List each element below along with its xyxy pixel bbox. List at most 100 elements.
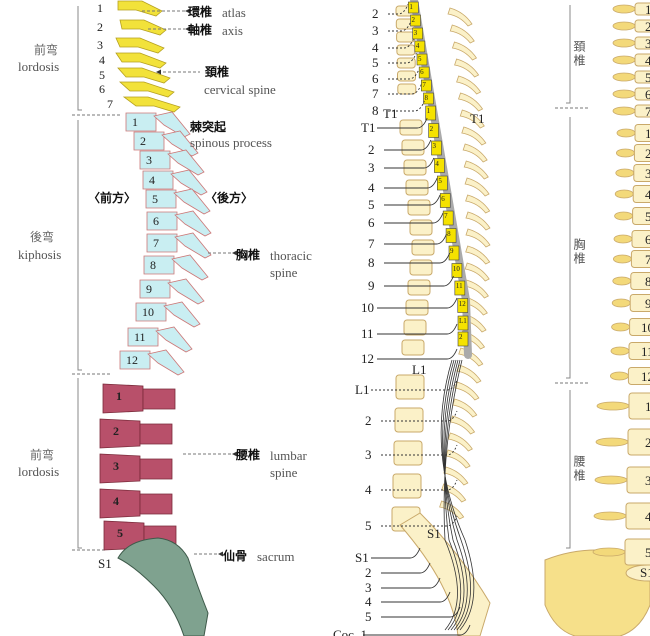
spinal-nerve-line: [371, 547, 421, 559]
transverse-process: [615, 168, 635, 178]
cervical-vertebra-front: [634, 36, 650, 50]
vertebral-body: [399, 119, 423, 136]
thoracic-spinous-process: [174, 210, 212, 237]
thoracic-vertebra-number: 9: [146, 282, 152, 296]
vertebral-body: [393, 440, 423, 466]
vertebral-body: [409, 219, 433, 236]
sacrum-pointer-head: [218, 551, 223, 557]
spinal-nerve-label: 2: [365, 565, 372, 580]
transverse-process: [612, 38, 636, 48]
spinous-process: [443, 466, 469, 486]
right-thoracic-number: 5: [645, 209, 650, 224]
spinous-process: [465, 228, 491, 248]
thoracic-vertebra-number: 11: [134, 330, 146, 344]
spinal-nerve-line: [371, 379, 458, 391]
spinal-nerve-label: 6: [368, 215, 375, 230]
spinous-process: [458, 92, 484, 112]
cord-segment: [416, 53, 428, 66]
spinal-nerve-line: [388, 68, 420, 80]
thoracic-vertebra-body: [145, 189, 177, 209]
atlas-jp: 環椎: [188, 5, 213, 19]
lumbar-spine-jp: 腰椎: [236, 448, 261, 462]
right-thoracic-number: 8: [645, 274, 650, 289]
cord-segment-number: 3: [432, 142, 437, 150]
cord-segment: [454, 280, 466, 296]
right-thoracic-number: 9: [645, 296, 650, 311]
spinal-nerve-label: 2: [365, 413, 372, 428]
transverse-process: [592, 547, 626, 557]
spinal-nerve-line: [381, 577, 441, 589]
spinal-nerve-label: 5: [365, 609, 372, 624]
right-cervical-number: 1: [645, 2, 650, 17]
spinal-nerve-line: [384, 157, 435, 169]
cervical-vertebra-front: [634, 87, 650, 101]
thoracic-vertebra-front: [629, 294, 650, 312]
right-lumbar-number: 4: [645, 509, 650, 524]
sacrum-bone-middle: [399, 512, 491, 636]
spinous-process: [447, 432, 473, 452]
thoracic-vertebra-front: [630, 250, 650, 268]
thoracic-spine-en1: thoracic: [270, 248, 312, 263]
spinal-nerve-line: [384, 177, 438, 189]
spinal-nerve-line: [384, 212, 444, 224]
thoracic-vertebra-body: [119, 350, 151, 370]
thoracic-vertebra-front: [634, 124, 650, 142]
thoracic-vertebra-body: [135, 302, 167, 322]
lumbar-vertebra-body: [99, 453, 141, 484]
sacrum-en: sacrum: [257, 549, 295, 564]
vertebral-body: [407, 279, 431, 296]
cervical-vertebra: [115, 37, 165, 54]
cervical-vertebra: [115, 52, 167, 69]
spinous-process: [459, 109, 485, 129]
spinous-process: [462, 143, 488, 163]
spinal-nerve-label: 11: [361, 326, 374, 341]
cauda-equina-fiber: [444, 359, 462, 631]
cervical-vertebra: [117, 0, 163, 17]
spinal-nerve-line: [377, 297, 458, 309]
spinal-nerve-line: [384, 194, 441, 206]
right-cervical-number: 4: [645, 53, 650, 68]
thoracic-spinous-process: [170, 169, 208, 196]
cervical-vertebra-number: 7: [107, 97, 113, 111]
cord-segment-number: 12: [458, 299, 466, 308]
right-region-bracket: [566, 117, 571, 379]
transverse-process: [613, 254, 632, 264]
spinal-nerve-line: [381, 591, 451, 603]
spinal-nerve-label: 10: [361, 300, 374, 315]
spinal-nerve-line: [388, 37, 415, 49]
vertebral-body: [407, 199, 431, 216]
thoracic-vertebra-body: [139, 150, 171, 170]
region-thoracic-en: kiphosis: [18, 247, 62, 262]
spinal-nerve-line: [363, 624, 471, 636]
right-region-thoracic: 胸椎: [572, 238, 586, 266]
cord-segment: [423, 92, 434, 105]
right-thoracic-number: 6: [645, 232, 650, 247]
vertebral-body: [395, 374, 425, 400]
lumbar-spine-en1: lumbar: [270, 448, 307, 463]
thoracic-vertebra-front: [630, 272, 650, 290]
cord-segment-number: 7: [422, 81, 426, 89]
right-region-bracket: [566, 5, 571, 104]
cervical-pointer-head: [156, 69, 161, 75]
transverse-process: [612, 21, 636, 31]
thoracic-spinous-process: [174, 232, 212, 259]
region-cervical-en: lordosis: [18, 59, 60, 74]
transverse-process: [611, 322, 630, 332]
right-cervical-number: 5: [645, 70, 650, 85]
cervical-vertebra: [122, 96, 181, 113]
cord-segment: [439, 193, 451, 208]
cord-segment-number: L1: [459, 317, 467, 325]
region-bracket: [77, 6, 82, 111]
spinal-nerve-label: 4: [365, 594, 372, 609]
vertebral-body: [405, 179, 429, 196]
thoracic-vertebra-number: 4: [149, 173, 155, 187]
spinous-process: [454, 381, 480, 401]
thoracic-vertebra-number: 3: [146, 153, 152, 167]
lumbar-vertebra-front: [626, 466, 650, 494]
sacrum-bone: [117, 537, 209, 636]
thoracic-vertebra-body: [146, 233, 178, 253]
cord-segment: [431, 140, 442, 156]
thoracic-vertebra-front: [631, 230, 650, 248]
right-cervical-number: 7: [645, 104, 650, 119]
